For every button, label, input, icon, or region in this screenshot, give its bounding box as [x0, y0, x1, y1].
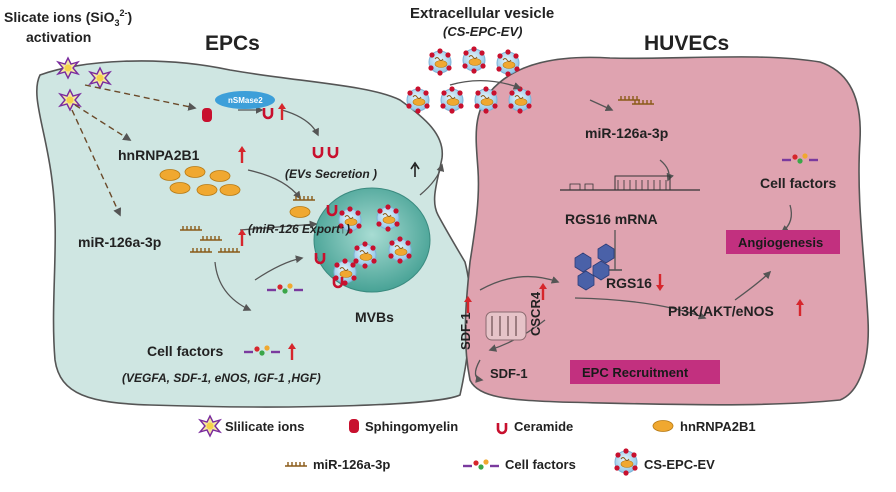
hnrnpa2b1-export-icon [289, 206, 311, 218]
huvec-mirna-icon [617, 95, 641, 101]
rgs16-label: RGS16 [606, 275, 652, 291]
huvec-cell-factors-label: Cell factors [760, 175, 836, 191]
angiogenesis-label: Angiogenesis [738, 235, 823, 250]
legend-hnrnpa2b1-icon [652, 420, 674, 432]
sphingomyelin-icon [202, 108, 212, 122]
sdf1-bottom-label: SDF-1 [490, 366, 528, 381]
legend-cell-factors-label: Cell factors [505, 457, 576, 472]
hnrnpa2b1-label: hnRNPA2B1 [118, 147, 200, 163]
legend-sphingomyelin-label: Sphingomyelin [365, 419, 458, 434]
nsmase2-badge [215, 91, 275, 109]
secretion-up-arrow [410, 161, 420, 177]
rgs16-mrna-icon [560, 175, 700, 191]
legend-silicate-label: Slilicate ions [225, 419, 304, 434]
mirna-export-icon [292, 195, 316, 201]
mvb [313, 187, 431, 293]
cscr4-label: CSCR4 [528, 291, 543, 336]
epc-recruitment-box [570, 360, 720, 384]
legend-cs-epc-ev-label: CS-EPC-EV [644, 457, 715, 472]
legend-silicate-icon [199, 415, 221, 437]
huvec-mirna-label: miR-126a-3p [585, 125, 668, 141]
factor-list-label: (VEGFA, SDF-1, eNOS, IGF-1 ,HGF) [122, 371, 321, 385]
activation-title: Slicate ions (SiO32-) [4, 8, 132, 28]
mir126-export-label: (miR-126 Export↑) [248, 222, 350, 236]
legend-ceramide-label: Ceramide [514, 419, 573, 434]
rgs16-protein-cluster [574, 243, 615, 291]
legend-cell-factors-icon [461, 458, 501, 471]
legend-hnrnpa2b1-label: hnRNPA2B1 [680, 419, 756, 434]
epc-cell-factors-label: Cell factors [147, 343, 223, 359]
epcs-title: EPCs [205, 32, 260, 55]
mvbs-label: MVBs [355, 309, 394, 325]
legend-sphingomyelin-icon [349, 419, 359, 433]
epc-mirna-label: miR-126a-3p [78, 234, 161, 250]
huvec-mirna-icon-2 [631, 99, 655, 105]
legend-ceramide-icon [496, 421, 508, 435]
epc-recruitment-label: EPC Recruitment [582, 365, 689, 380]
ev-subtitle: (CS-EPC-EV) [443, 24, 522, 39]
activation-subtitle: activation [26, 29, 91, 45]
legend-mirna-icon [284, 461, 308, 467]
pi3k-label: PI3K/AKT/eNOS [668, 303, 774, 319]
ev-title: Extracellular vesicle [410, 5, 554, 22]
rgs16-mrna-label: RGS16 mRNA [565, 211, 658, 227]
evs-secretion-label: (EVs Secretion ) [285, 167, 377, 181]
nsmase2-label: nSMase2 [228, 96, 263, 105]
legend-cs-epc-ev-icon [613, 447, 639, 477]
activation-arrows [71, 84, 197, 217]
cscr4-receptor-icon [485, 311, 527, 341]
legend: Slilicate ions Sphingomyelin Ceramide hn… [199, 415, 756, 477]
huvecs-title: HUVECs [644, 32, 729, 55]
legend-mirna-label: miR-126a-3p [313, 457, 390, 472]
angiogenesis-box [726, 230, 840, 254]
sdf1-vertical-label: SDF-1 [458, 312, 473, 350]
